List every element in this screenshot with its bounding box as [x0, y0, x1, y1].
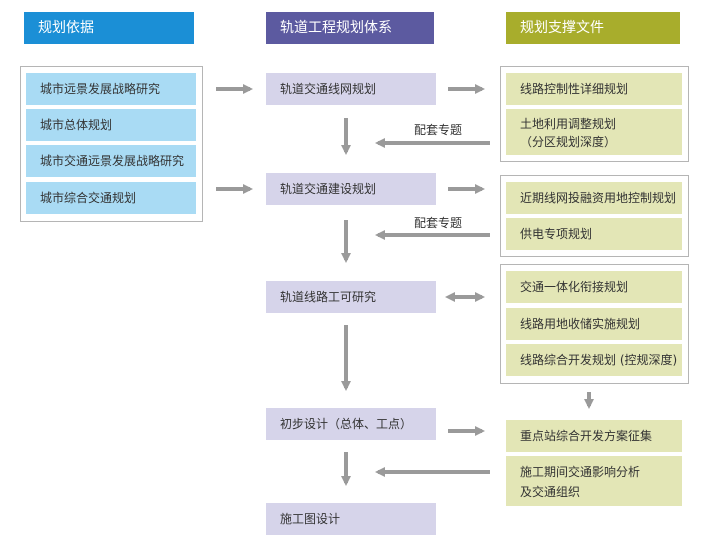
support-item-label: 施工期间交通影响分析	[520, 465, 641, 479]
basis-item-traffic-strategy: 城市交通远景发展战略研究	[26, 145, 196, 177]
support-item-construction-traffic-impact: 施工期间交通影响分析 及交通组织	[506, 456, 682, 506]
basis-item-comprehensive-traffic: 城市综合交通规划	[26, 182, 196, 214]
header-support: 规划支撑文件	[506, 12, 680, 44]
support-item-label: 重点站综合开发方案征集	[520, 429, 653, 443]
special-topic-label-1: 配套专题	[414, 123, 463, 137]
basis-item-label: 城市交通远景发展战略研究	[40, 154, 185, 168]
support-item-label-continued: 及交通组织	[520, 485, 581, 499]
support-item-power-supply: 供电专项规划	[506, 218, 682, 250]
header-basis: 规划依据	[24, 12, 194, 44]
basis-item-master-plan: 城市总体规划	[26, 109, 196, 141]
support-item-label: 线路控制性详细规划	[520, 82, 629, 96]
system-item-label: 轨道交通线网规划	[280, 82, 377, 96]
support-item-traffic-integration: 交通一体化衔接规划	[506, 271, 682, 303]
support-item-label: 近期线网投融资用地控制规划	[520, 191, 677, 205]
support-item-label: 交通一体化衔接规划	[520, 280, 629, 294]
basis-item-strategy: 城市远景发展战略研究	[26, 73, 196, 105]
system-item-feasibility: 轨道线路工可研究	[266, 281, 436, 313]
support-item-label-note: （分区规划深度）	[520, 135, 617, 149]
system-item-label: 施工图设计	[280, 512, 341, 526]
system-item-network-plan: 轨道交通线网规划	[266, 73, 436, 105]
system-item-label: 轨道交通建设规划	[280, 182, 377, 196]
basis-item-label: 城市综合交通规划	[40, 191, 137, 205]
support-item-comprehensive-development: 线路综合开发规划 (控规深度)	[506, 344, 682, 376]
support-item-label: 线路用地收储实施规划	[520, 317, 641, 331]
support-item-land-acquisition: 线路用地收储实施规划	[506, 308, 682, 340]
system-item-preliminary-design: 初步设计（总体、工点）	[266, 408, 436, 440]
system-item-label: 轨道线路工可研究	[280, 290, 377, 304]
system-item-label: 初步设计（总体、工点）	[280, 417, 413, 431]
arrow-feasibility-left-head	[445, 292, 455, 302]
support-item-investment-land-control: 近期线网投融资用地控制规划	[506, 182, 682, 214]
basis-item-label: 城市远景发展战略研究	[40, 82, 161, 96]
support-item-key-station-scheme: 重点站综合开发方案征集	[506, 420, 682, 452]
support-item-line-control-plan: 线路控制性详细规划	[506, 73, 682, 105]
system-item-construction-drawing: 施工图设计	[266, 503, 436, 535]
support-item-label: 线路综合开发规划 (控规深度)	[520, 353, 678, 367]
header-system: 轨道工程规划体系	[266, 12, 434, 44]
special-topic-label-2: 配套专题	[414, 216, 463, 230]
support-item-land-adjustment: 土地利用调整规划 （分区规划深度）	[506, 109, 682, 155]
support-item-label: 土地利用调整规划	[520, 117, 617, 131]
basis-item-label: 城市总体规划	[40, 118, 113, 132]
support-item-label: 供电专项规划	[520, 227, 593, 241]
system-item-construction-plan: 轨道交通建设规划	[266, 173, 436, 205]
